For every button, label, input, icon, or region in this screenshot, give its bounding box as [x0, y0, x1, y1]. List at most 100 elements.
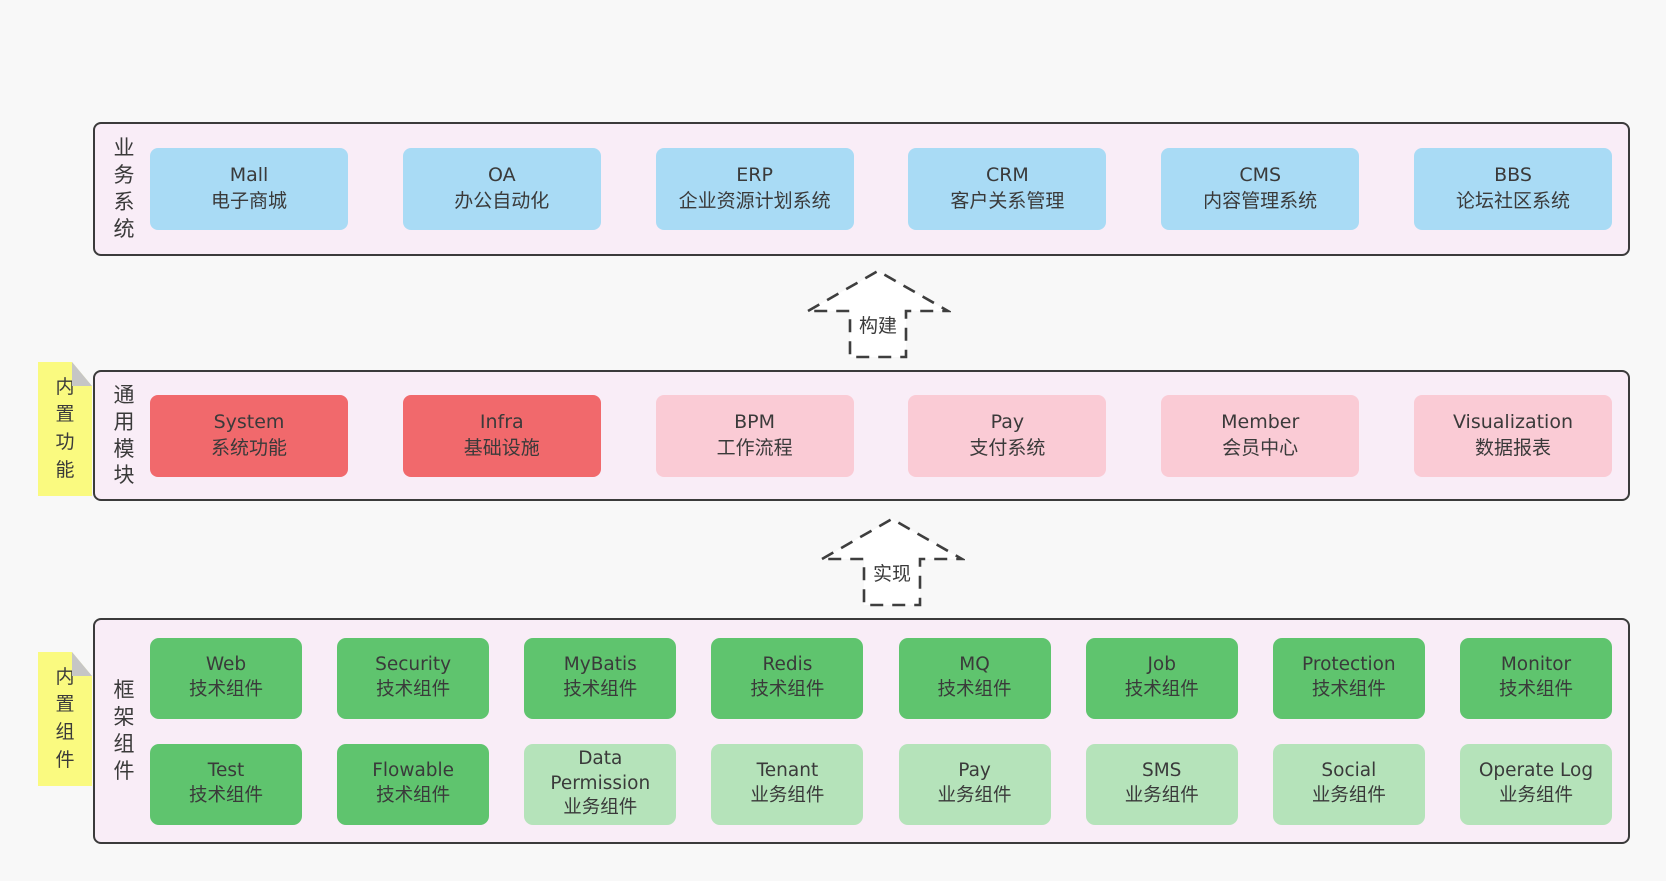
box-title: System [213, 410, 285, 433]
box-title: Monitor [1500, 654, 1572, 676]
box-web: Web 技术组件 [150, 637, 302, 719]
box-subtitle: 支付系统 [969, 436, 1046, 459]
box-subtitle: 办公自动化 [454, 190, 550, 212]
box-flowable: Flowable 技术组件 [337, 743, 490, 825]
sticky-note-built-in-features: 内置功能 [38, 362, 92, 496]
box-title: Protection [1302, 654, 1396, 676]
band-label-common-modules: 通用模块 [113, 382, 135, 488]
box-title: BPM [734, 410, 776, 433]
arrow-build: 构建 [805, 268, 951, 360]
arrow-label: 构建 [855, 311, 901, 338]
sticky-label: 内置功能 [55, 375, 75, 481]
box-title: BBS [1494, 164, 1532, 187]
box-title: Test [207, 760, 245, 782]
box-title: Pay [990, 410, 1025, 433]
box-title: Flowable [372, 760, 455, 782]
box-member: Member 会员中心 [1161, 394, 1360, 477]
box-title: Security [375, 654, 452, 676]
box-mq: MQ 技术组件 [898, 637, 1051, 719]
box-subtitle: 技术组件 [376, 785, 451, 806]
box-subtitle: 企业资源计划系统 [678, 190, 831, 212]
box-protection: Protection 技术组件 [1272, 637, 1425, 719]
box-subtitle: 业务组件 [563, 797, 638, 819]
box-title: CRM [985, 164, 1029, 187]
box-redis: Redis 技术组件 [711, 637, 864, 719]
box-subtitle: 业务组件 [750, 785, 825, 806]
box-title: Job [1147, 654, 1176, 676]
box-erp: ERP 企业资源计划系统 [655, 148, 854, 230]
box-title: ERP [736, 164, 773, 187]
components-box-row-2: Test 技术组件 Flowable 技术组件 Data Permission … [150, 743, 1612, 825]
box-title: Web [205, 654, 247, 676]
box-subtitle: 数据报表 [1474, 436, 1551, 459]
box-subtitle: 客户关系管理 [950, 190, 1065, 212]
box-security: Security 技术组件 [337, 637, 490, 719]
box-title: OA [487, 164, 516, 187]
box-job: Job 技术组件 [1085, 637, 1238, 719]
box-tenant: Tenant 业务组件 [711, 743, 864, 825]
box-title: CMS [1239, 164, 1282, 187]
box-subtitle: 基础设施 [463, 436, 540, 459]
box-title: Redis [762, 654, 813, 676]
box-subtitle: 技术组件 [563, 679, 638, 700]
box-title: Social [1321, 760, 1377, 782]
business-box-row: Mall 电子商城 OA 办公自动化 ERP 企业资源计划系统 CRM 客户关系… [150, 148, 1612, 230]
box-pay-component: Pay 业务组件 [898, 743, 1051, 825]
box-visualization: Visualization 数据报表 [1413, 394, 1612, 477]
band-label-business-systems: 业务系统 [113, 136, 135, 241]
box-title: SMS [1141, 760, 1182, 782]
box-mall: Mall 电子商城 [150, 148, 348, 230]
box-mybatis: MyBatis 技术组件 [524, 637, 677, 719]
box-subtitle: 业务组件 [1311, 785, 1386, 806]
box-title: MyBatis [563, 654, 637, 676]
box-data-permission: Data Permission 业务组件 [524, 743, 677, 825]
box-subtitle: 工作流程 [716, 436, 793, 459]
box-subtitle: 技术组件 [1124, 679, 1199, 700]
box-sms: SMS 业务组件 [1085, 743, 1238, 825]
box-title: Visualization [1452, 410, 1573, 433]
box-title: Pay [958, 760, 991, 782]
box-monitor: Monitor 技术组件 [1459, 637, 1612, 719]
box-crm: CRM 客户关系管理 [908, 148, 1107, 230]
arrow-implement: 实现 [819, 516, 965, 608]
band-business-systems: 业务系统 Mall 电子商城 OA 办公自动化 ERP 企业资源计划系统 CRM… [93, 122, 1630, 256]
box-operate-log: Operate Log 业务组件 [1459, 743, 1612, 825]
box-title: Infra [479, 410, 524, 433]
band-common-modules: 通用模块 System 系统功能 Infra 基础设施 BPM 工作流程 Pay… [93, 370, 1630, 501]
sticky-label: 内置组件 [55, 665, 75, 771]
box-title: Mall [229, 164, 269, 187]
box-oa: OA 办公自动化 [402, 148, 601, 230]
sticky-note-built-in-components: 内置组件 [38, 652, 92, 786]
box-bpm: BPM 工作流程 [655, 394, 854, 477]
band-label-framework-components: 框架组件 [113, 678, 135, 783]
box-bbs: BBS 论坛社区系统 [1413, 148, 1612, 230]
box-subtitle: 业务组件 [1124, 785, 1199, 806]
modules-box-row: System 系统功能 Infra 基础设施 BPM 工作流程 Pay 支付系统… [150, 394, 1612, 477]
box-title: Tenant [756, 760, 819, 782]
box-subtitle: 技术组件 [937, 679, 1012, 700]
box-subtitle: 电子商城 [210, 190, 287, 212]
box-subtitle: 技术组件 [376, 679, 451, 700]
box-subtitle: 会员中心 [1222, 436, 1299, 459]
box-test: Test 技术组件 [150, 743, 302, 825]
box-system: System 系统功能 [150, 394, 348, 477]
box-title: Operate Log [1478, 760, 1594, 782]
box-subtitle: 技术组件 [188, 785, 263, 806]
box-title: Data Permission [550, 747, 651, 794]
box-subtitle: 业务组件 [937, 785, 1012, 806]
box-subtitle: 业务组件 [1498, 785, 1573, 806]
box-subtitle: 技术组件 [1311, 679, 1386, 700]
box-cms: CMS 内容管理系统 [1161, 148, 1360, 230]
box-subtitle: 技术组件 [750, 679, 825, 700]
box-subtitle: 论坛社区系统 [1455, 190, 1570, 212]
components-rows: Web 技术组件 Security 技术组件 MyBatis 技术组件 Redi… [150, 637, 1612, 825]
band-framework-components: 框架组件 Web 技术组件 Security 技术组件 MyBatis 技术组件… [93, 618, 1630, 844]
arrow-label: 实现 [869, 559, 915, 586]
box-subtitle: 技术组件 [188, 679, 263, 700]
components-box-row-1: Web 技术组件 Security 技术组件 MyBatis 技术组件 Redi… [150, 637, 1612, 719]
box-subtitle: 技术组件 [1498, 679, 1573, 700]
box-subtitle: 系统功能 [210, 436, 287, 459]
box-pay: Pay 支付系统 [908, 394, 1107, 477]
box-social: Social 业务组件 [1272, 743, 1425, 825]
